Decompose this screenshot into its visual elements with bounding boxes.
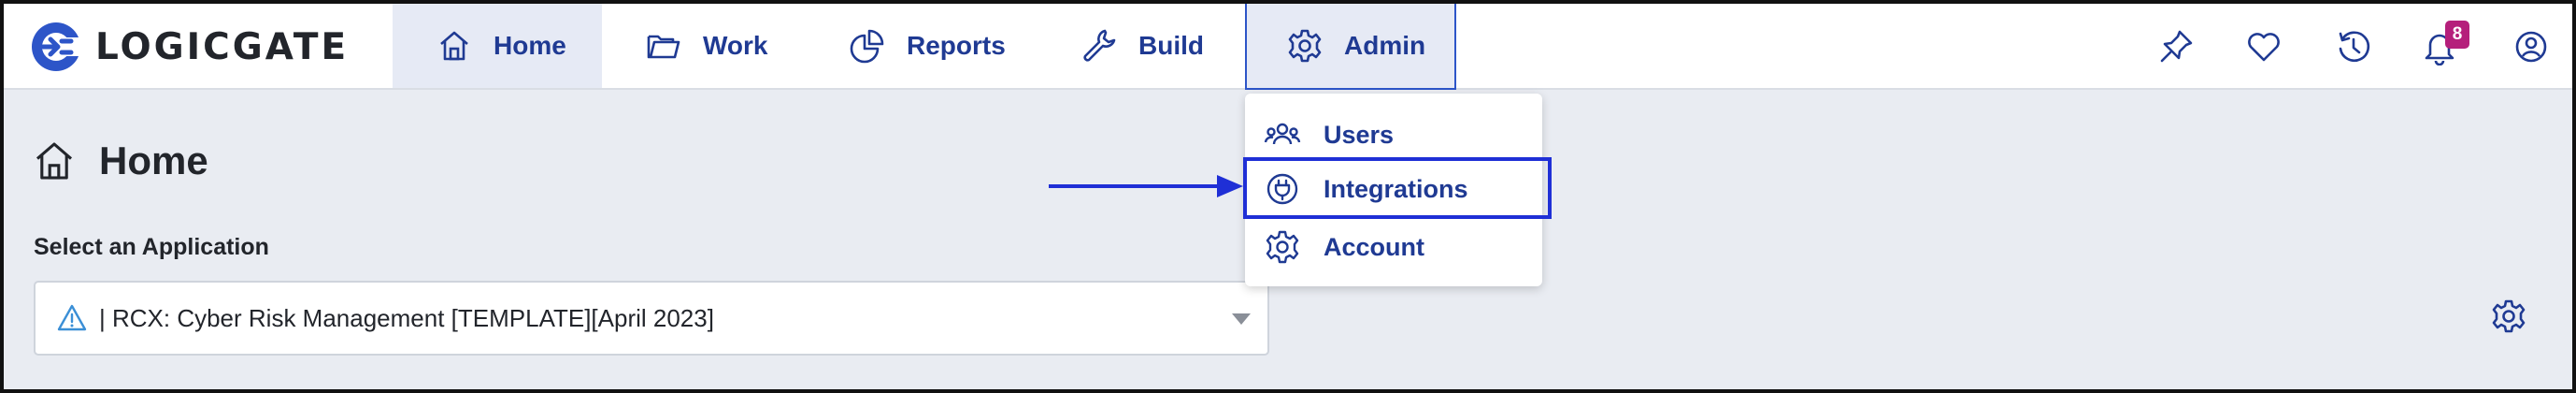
user-icon: [2515, 31, 2547, 63]
top-navigation-bar: LOGICGATE Home Work Reports: [4, 4, 2572, 90]
menu-item-integrations[interactable]: Integrations: [1245, 161, 1542, 217]
menu-item-users[interactable]: Users: [1245, 107, 1542, 163]
nav-reports-label: Reports: [907, 31, 1006, 60]
nav-admin[interactable]: Admin: [1245, 4, 1456, 90]
home-icon: [36, 142, 73, 180]
logicgate-logo-icon: [32, 22, 82, 71]
logo[interactable]: LOGICGATE: [30, 21, 349, 73]
menu-item-users-label: Users: [1324, 120, 1395, 149]
pin-icon: [2160, 30, 2193, 63]
application-select[interactable]: | RCX: Cyber Risk Management [TEMPLATE][…: [34, 281, 1269, 356]
notifications-count-badge: 8: [2445, 21, 2469, 49]
plug-icon: [1267, 173, 1298, 205]
page-settings-button[interactable]: [2490, 298, 2527, 335]
gear-icon: [1266, 230, 1299, 264]
nav-work[interactable]: Work: [645, 4, 768, 88]
gear-icon: [1288, 29, 1322, 63]
admin-dropdown-menu: Users Integrations Account: [1245, 94, 1542, 286]
nav-build[interactable]: Build: [1080, 4, 1204, 88]
nav-home[interactable]: Home: [393, 4, 602, 88]
history-icon: [2339, 31, 2370, 63]
nav-admin-label: Admin: [1344, 31, 1426, 60]
notifications-button[interactable]: [2421, 28, 2458, 66]
page-header: Home: [32, 135, 208, 187]
logo-text: LOGICGATE: [95, 25, 350, 68]
nav-build-label: Build: [1138, 31, 1204, 60]
chevron-down-icon[interactable]: [1232, 313, 1251, 325]
menu-item-account[interactable]: Account: [1245, 219, 1542, 275]
annotation-arrow-icon: [1049, 175, 1243, 197]
history-button[interactable]: [2335, 28, 2372, 66]
profile-button[interactable]: [2512, 28, 2550, 66]
menu-item-integrations-label: Integrations: [1324, 174, 1468, 203]
favorites-button[interactable]: [2245, 28, 2283, 66]
pin-button[interactable]: [2157, 28, 2195, 66]
wrench-icon: [1083, 29, 1116, 62]
nav-home-label: Home: [494, 31, 566, 60]
nav-reports[interactable]: Reports: [849, 4, 1006, 88]
folder-icon: [647, 35, 680, 59]
heart-icon: [2248, 33, 2280, 62]
selected-application-value: | RCX: Cyber Risk Management [TEMPLATE][…: [99, 303, 714, 332]
gear-icon: [2492, 299, 2526, 333]
menu-item-account-label: Account: [1324, 232, 1424, 261]
home-icon: [440, 31, 468, 61]
warning-icon: [57, 304, 87, 331]
users-icon: [1264, 123, 1301, 145]
nav-work-label: Work: [703, 31, 768, 60]
application-select-label: Select an Application: [34, 234, 269, 260]
page-title: Home: [99, 138, 208, 182]
pie-chart-icon: [850, 29, 884, 64]
bell-icon: [2425, 34, 2454, 66]
